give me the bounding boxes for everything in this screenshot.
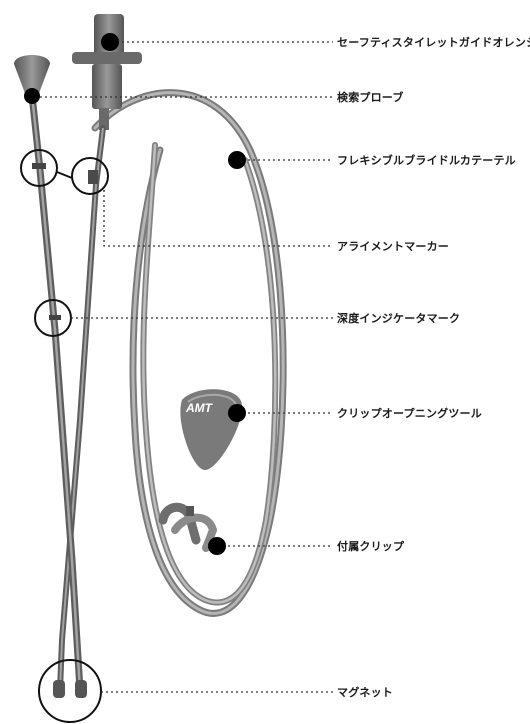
label-bundled-clip: 付属クリップ: [337, 540, 405, 553]
label-flexible-bridle-catheter: フレキシブルブライドルカテーテル: [337, 154, 516, 167]
dot-clip-tool: [228, 404, 246, 422]
dot-probe: [24, 88, 40, 104]
catheter-loop: [91, 89, 287, 617]
label-magnet: マグネット: [337, 686, 393, 699]
label-depth-indicator-mark: 深度インジケータマーク: [337, 312, 461, 325]
callout-circle-probe-mark: [20, 149, 58, 187]
callout-circle-alignment: [71, 157, 109, 195]
label-alignment-marker: アライメントマーカー: [337, 240, 449, 253]
callout-dots: [24, 33, 246, 555]
clip-opening-tool: AMT: [180, 389, 243, 470]
depth-mark: [32, 163, 46, 169]
depth-indicator-mark: [49, 315, 61, 320]
bundled-clip: [158, 502, 218, 552]
leader-lines: [35, 41, 333, 693]
search-probe: [14, 55, 84, 694]
stylet-guide: [72, 14, 142, 130]
label-search-probe: 検索プローブ: [337, 91, 404, 104]
dot-clip: [208, 537, 226, 555]
callout-circle-magnet: [38, 659, 102, 723]
alignment-marker: [88, 170, 98, 184]
tool-logo: AMT: [185, 401, 214, 415]
magnet-tips: [53, 680, 87, 698]
dot-catheter: [228, 151, 246, 169]
label-clip-opening-tool: クリップオープニングツール: [337, 407, 482, 420]
stylet-rod: [57, 125, 106, 693]
label-safety-stylet-guide: セーフティスタイレットガイドオレンジ: [337, 36, 530, 49]
dot-guide: [101, 33, 119, 51]
